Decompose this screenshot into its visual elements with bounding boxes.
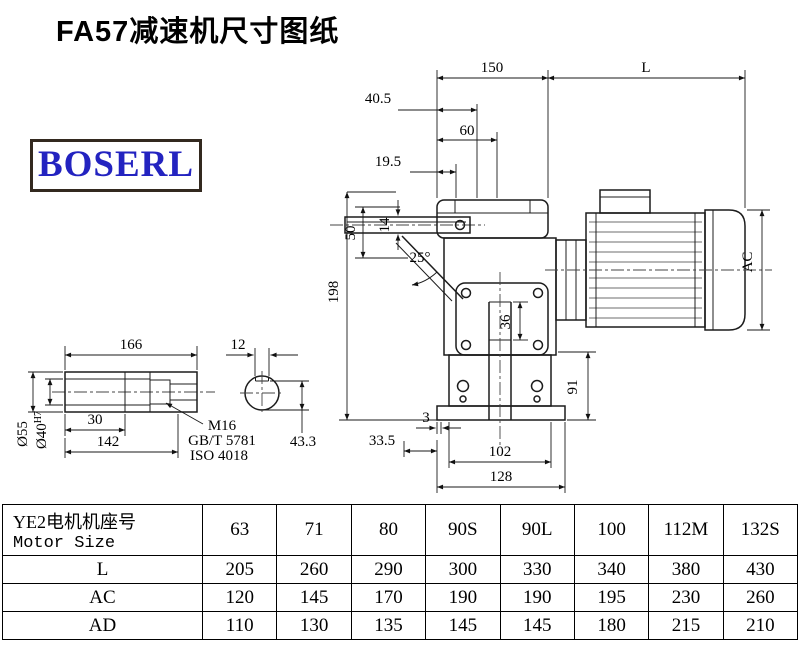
boserl-logo-text: BOSERL <box>37 143 195 185</box>
dim-60: 60 <box>460 123 475 139</box>
motor-size-label-en: Motor Size <box>13 533 116 553</box>
table-cell: 300 <box>425 555 501 584</box>
main-view <box>330 189 772 446</box>
dim-36: 36 <box>498 314 514 330</box>
motor-cooling-fins <box>589 221 702 319</box>
size-112M: 112M <box>648 504 724 556</box>
dim-198: 198 <box>326 281 342 304</box>
table-cell: 145 <box>499 611 575 640</box>
table-cell: 380 <box>648 555 724 584</box>
table-cell: 130 <box>276 611 352 640</box>
table-cell: 190 <box>425 583 501 612</box>
size-100: 100 <box>573 504 650 556</box>
table-header-row: YE2电机机座号 Motor Size 63 71 80 90S 90L 100… <box>2 504 799 556</box>
table-cell: 230 <box>648 583 724 612</box>
dim-91: 91 <box>565 380 581 395</box>
table-cell: 145 <box>276 583 352 612</box>
table-cell: 145 <box>425 611 501 640</box>
dim-angle-25: 25° <box>410 250 431 266</box>
size-90S: 90S <box>425 504 501 556</box>
dim-19-5: 19.5 <box>375 154 401 170</box>
dim-40-5: 40.5 <box>365 91 391 107</box>
dim-33-5: 33.5 <box>369 433 395 449</box>
table-cell: 210 <box>722 611 799 640</box>
table-cell: 135 <box>350 611 427 640</box>
size-63: 63 <box>201 504 278 556</box>
table-cell: 260 <box>722 583 799 612</box>
page-title: FA57减速机尺寸图纸 <box>56 16 340 48</box>
dim-142: 142 <box>97 434 120 450</box>
dim-166: 166 <box>120 337 143 353</box>
size-80: 80 <box>350 504 427 556</box>
dim-12: 12 <box>231 337 246 353</box>
size-71: 71 <box>276 504 352 556</box>
table-cell: 290 <box>350 555 427 584</box>
dim-102: 102 <box>489 444 512 460</box>
motor-size-label-cn: YE2电机机座号 <box>13 511 136 532</box>
size-90L: 90L <box>499 504 575 556</box>
dimensions: 150 L 40.5 60 19.5 50 14 198 25° A <box>15 60 770 493</box>
label-iso-4018: ISO 4018 <box>190 448 248 464</box>
dim-150: 150 <box>481 60 504 76</box>
table-cell: 340 <box>573 555 650 584</box>
dim-14: 14 <box>377 217 393 233</box>
table-cell: 215 <box>648 611 724 640</box>
table-cell: 120 <box>201 583 278 612</box>
motor-size-header-cell: YE2电机机座号 Motor Size <box>2 504 203 556</box>
dim-dia40-h7: Ø40H7 <box>33 411 50 449</box>
table-row-L: L 205 260 290 300 330 340 380 430 <box>2 555 799 584</box>
motor-size-table: YE2电机机座号 Motor Size 63 71 80 90S 90L 100… <box>2 504 799 640</box>
shaft-detail-view <box>52 371 284 415</box>
boserl-logo: BOSERL <box>30 139 202 192</box>
table-cell: 330 <box>499 555 575 584</box>
table-cell: 170 <box>350 583 427 612</box>
dim-50: 50 <box>343 226 359 241</box>
table-cell: 205 <box>201 555 278 584</box>
table-row-AC: AC 120 145 170 190 190 195 230 260 <box>2 583 799 612</box>
row-label-L: L <box>2 555 203 584</box>
table-cell: 190 <box>499 583 575 612</box>
dim-AC: AC <box>740 252 756 273</box>
table-cell: 195 <box>573 583 650 612</box>
dim-3: 3 <box>422 410 430 426</box>
label-m16: M16 <box>208 418 237 434</box>
size-132S: 132S <box>722 504 799 556</box>
table-cell: 260 <box>276 555 352 584</box>
dim-43-3: 43.3 <box>290 434 316 450</box>
dim-dia55: Ø55 <box>15 421 31 447</box>
row-label-AD: AD <box>2 611 203 640</box>
row-label-AC: AC <box>2 583 203 612</box>
table-cell: 430 <box>722 555 799 584</box>
label-gbt-5781: GB/T 5781 <box>188 433 256 449</box>
gearbox-dimension-drawing: 150 L 40.5 60 19.5 50 14 198 25° A <box>15 60 772 493</box>
table-cell: 180 <box>573 611 650 640</box>
table-cell: 110 <box>201 611 278 640</box>
dim-L: L <box>641 60 650 76</box>
table-row-AD: AD 110 130 135 145 145 180 215 210 <box>2 611 799 640</box>
dim-128: 128 <box>490 469 513 485</box>
dim-30: 30 <box>88 412 103 428</box>
